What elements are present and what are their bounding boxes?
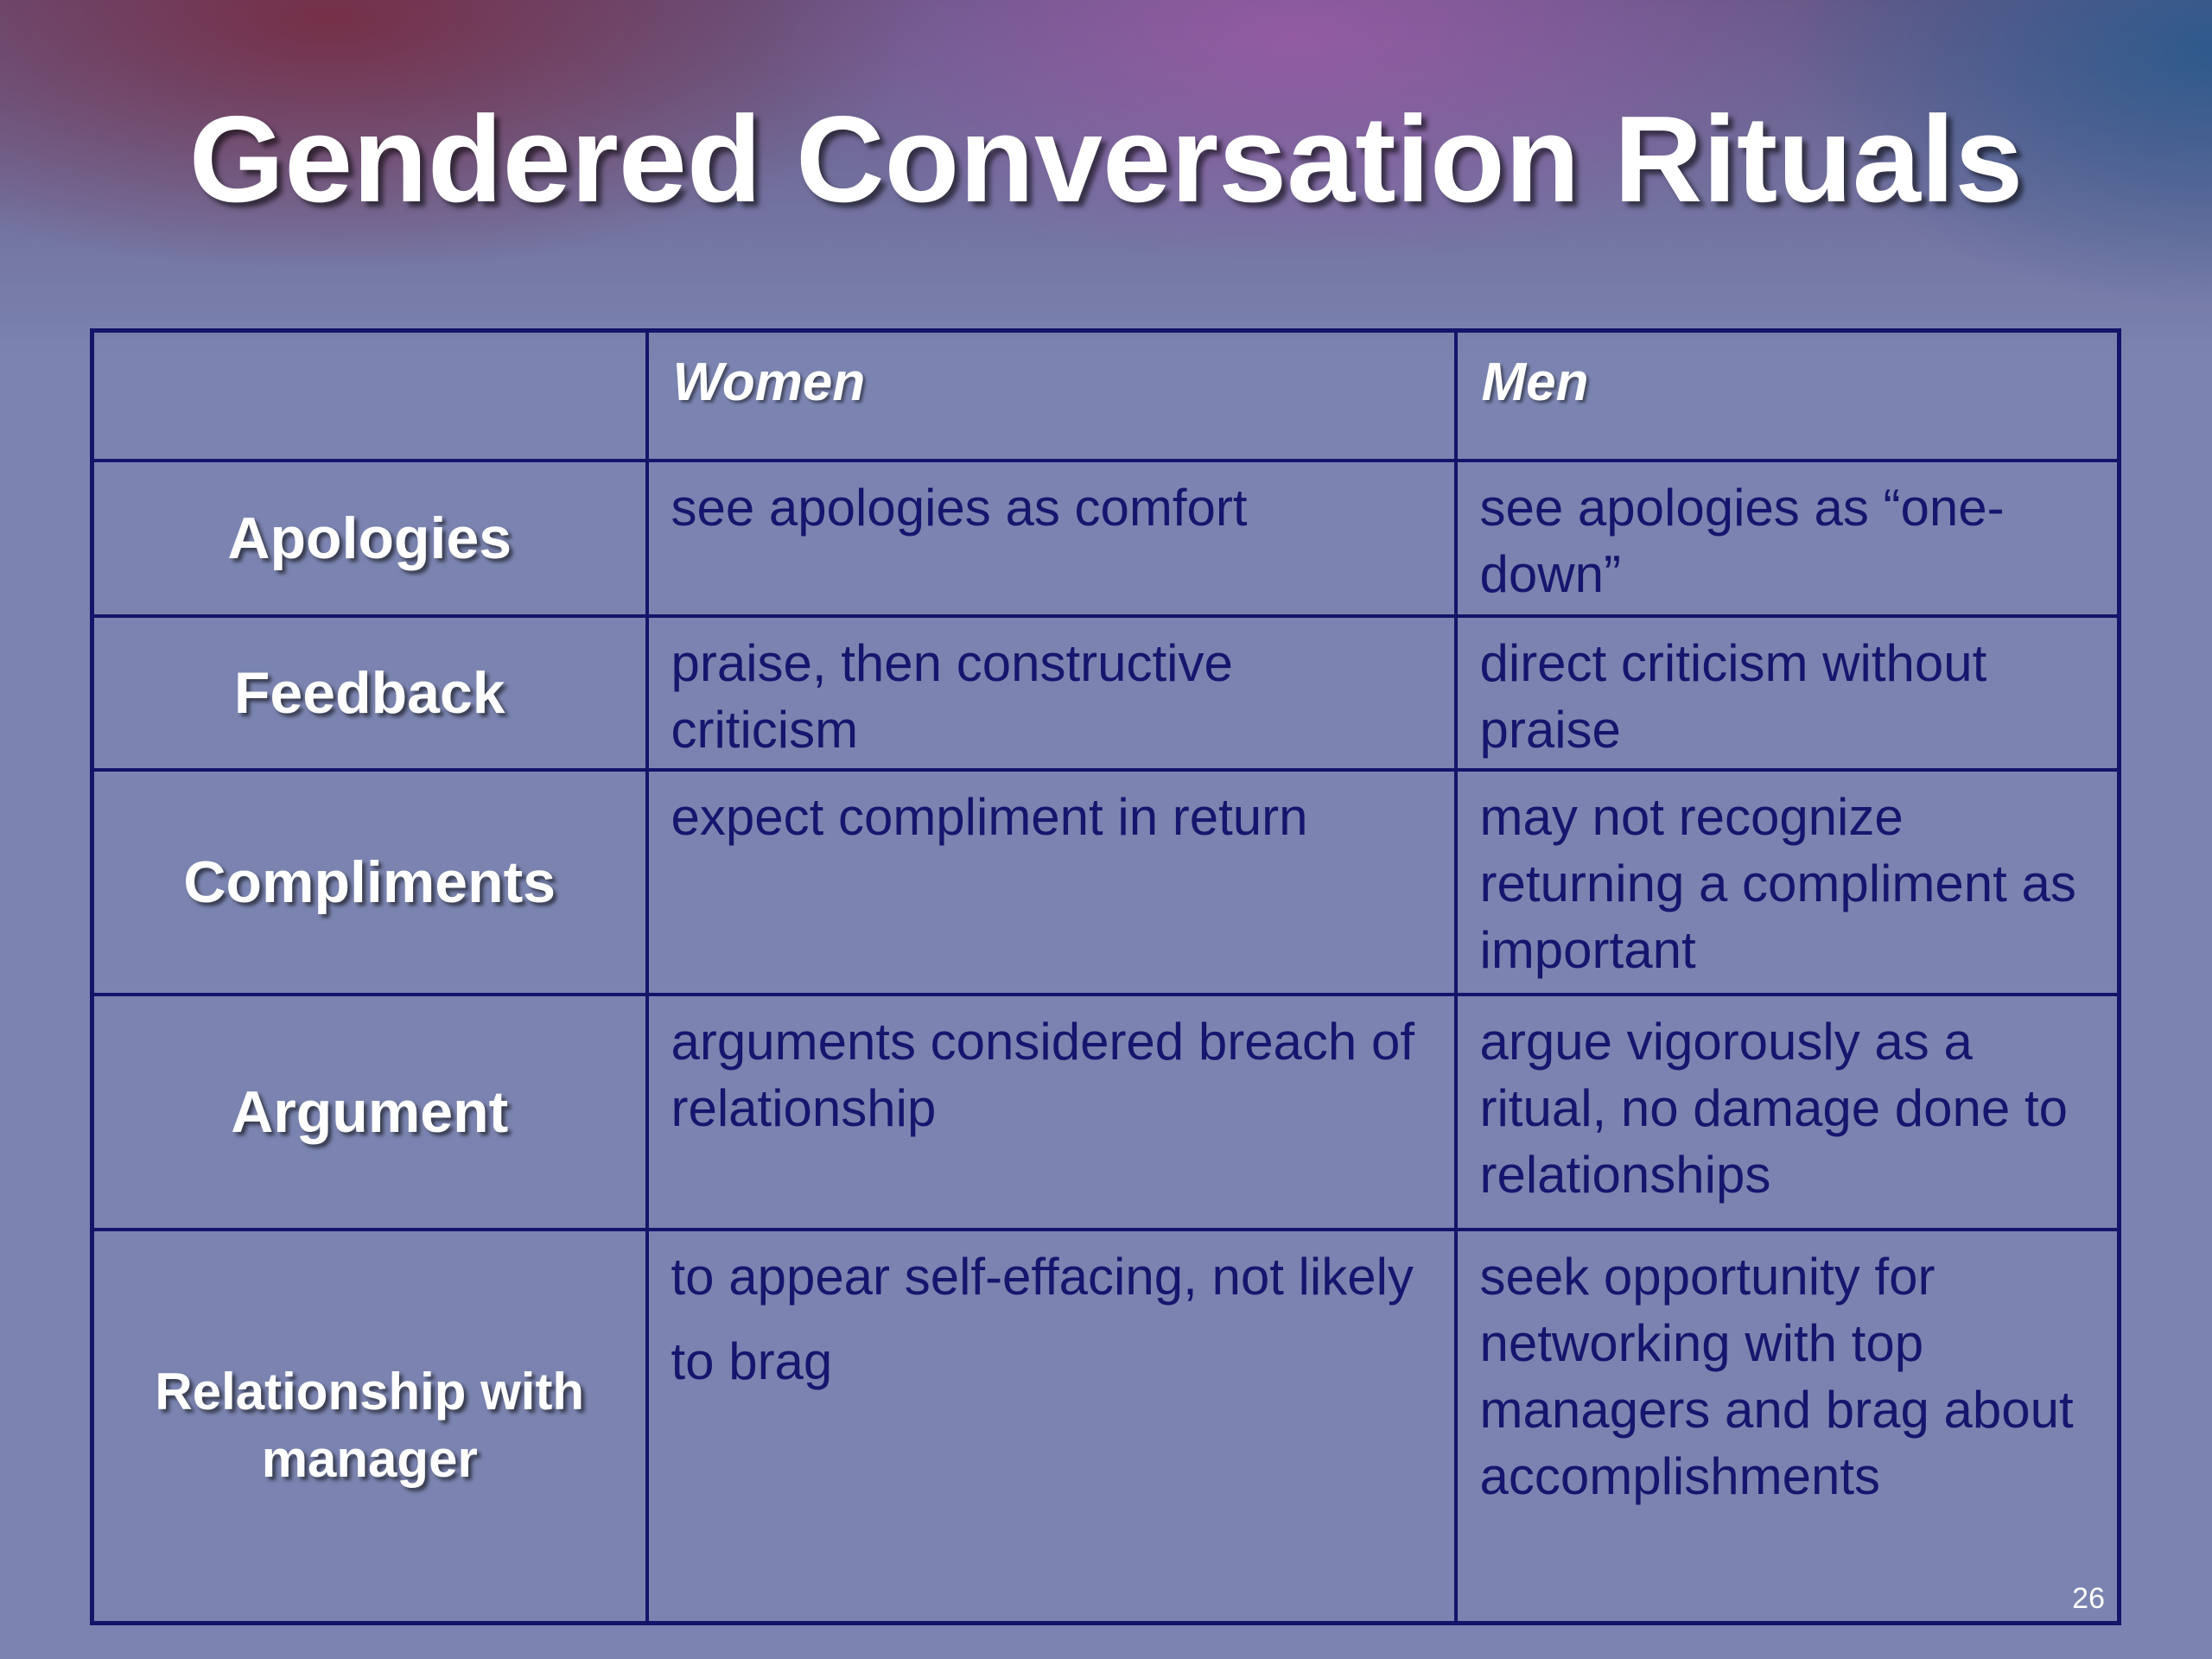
title-background-glow [0, 0, 2212, 363]
header-empty-cell [90, 328, 649, 462]
table-row-apologies: Apologies see apologies as comfort see a… [90, 458, 2121, 618]
men-cell: direct criticism without praise [1453, 613, 2121, 772]
women-cell: arguments considered breach of relations… [645, 992, 1458, 1231]
comparison-table: Women Men Apologies see apologies as com… [90, 328, 2121, 1625]
women-cell: praise, then constructive criticism [645, 613, 1458, 772]
slide-title: Gendered Conversation Rituals [188, 91, 2024, 228]
page-number: 26 [2072, 1582, 2105, 1615]
table-header-row: Women Men [90, 328, 2121, 462]
row-label: Compliments [90, 767, 649, 996]
men-cell: seek opportunity for networking with top… [1453, 1227, 2121, 1625]
women-cell: to appear self-effacing, not likely to b… [645, 1227, 1458, 1625]
header-women: Women [645, 328, 1458, 462]
row-label: Apologies [90, 458, 649, 618]
row-label: Feedback [90, 613, 649, 772]
men-cell: see apologies as “one-down” [1453, 458, 2121, 618]
row-label: Relationship with manager [90, 1227, 649, 1625]
comparison-table-container: Women Men Apologies see apologies as com… [90, 328, 2121, 1625]
table-row-relationship-with-manager: Relationship with manager to appear self… [90, 1227, 2121, 1625]
header-men: Men [1453, 328, 2121, 462]
table-row-argument: Argument arguments considered breach of … [90, 992, 2121, 1231]
women-cell: see apologies as comfort [645, 458, 1458, 618]
row-label: Argument [90, 992, 649, 1231]
men-cell: may not recognize returning a compliment… [1453, 767, 2121, 996]
table-row-feedback: Feedback praise, then constructive criti… [90, 613, 2121, 772]
women-cell: expect compliment in return [645, 767, 1458, 996]
men-cell: argue vigorously as a ritual, no damage … [1453, 992, 2121, 1231]
table-row-compliments: Compliments expect compliment in return … [90, 767, 2121, 996]
